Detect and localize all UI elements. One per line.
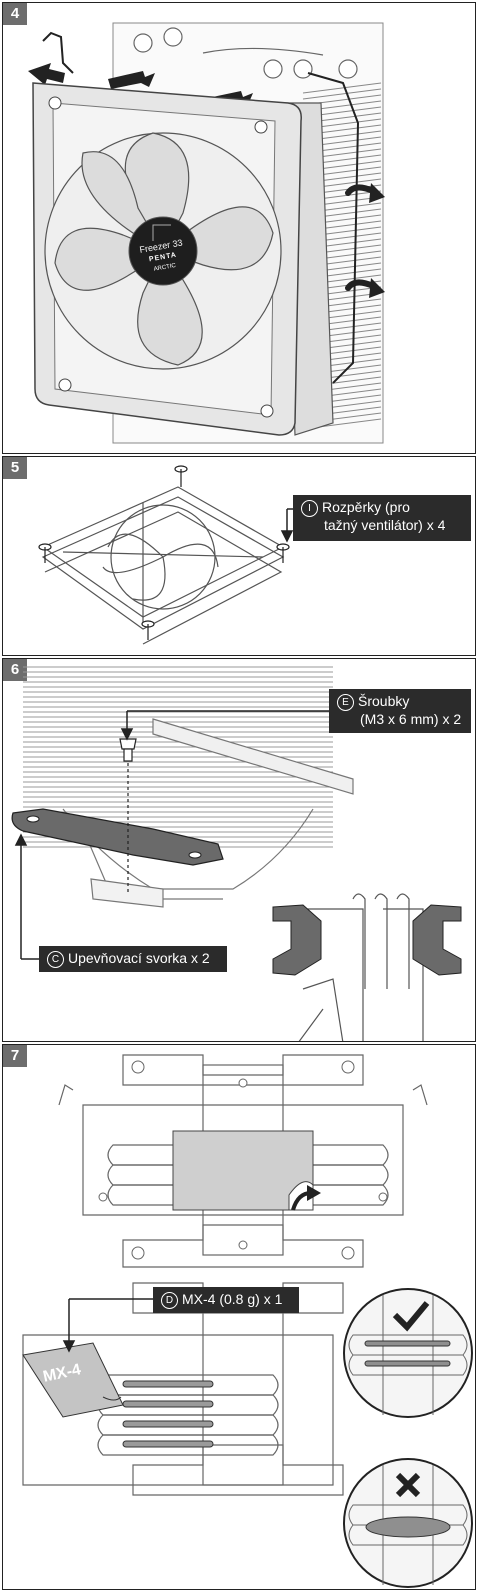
callout-text: Upevňovací svorka x 2 — [68, 950, 210, 966]
step-number: 4 — [3, 3, 27, 25]
part-badge: E — [337, 694, 354, 711]
callout-line-2: (M3 x 6 mm) x 2 — [360, 711, 462, 727]
mounting-clip-illustration — [11, 666, 462, 1041]
step-4-panel: 4 — [2, 2, 476, 454]
heatsink-fin — [302, 82, 382, 94]
callout-line-1: Rozpěrky (pro — [322, 499, 410, 515]
callout-text: MX-4 (0.8 g) x 1 — [182, 1291, 283, 1307]
heatsink-fin — [302, 88, 382, 100]
callout-line-1: Šroubky — [358, 693, 410, 709]
cooler-fan-illustration — [28, 22, 385, 444]
part-badge: C — [47, 951, 64, 968]
thermal-paste-illustration — [22, 1054, 473, 1588]
step-number: 7 — [3, 1045, 27, 1067]
step-number: 5 — [3, 457, 27, 479]
step-7-panel: 7 — [2, 1044, 476, 1590]
callout-line-2: tažný ventilátor) x 4 — [324, 517, 446, 533]
fan-spacers-illustration — [38, 465, 295, 645]
step-number: 6 — [3, 659, 27, 681]
part-badge: D — [161, 1292, 178, 1309]
part-badge: I — [301, 500, 318, 517]
